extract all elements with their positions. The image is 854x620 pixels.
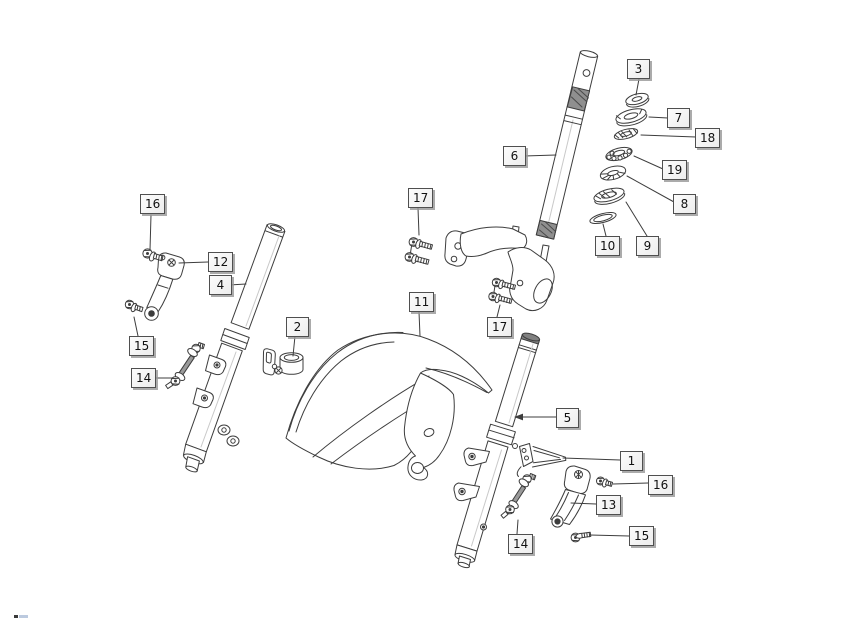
callout-3: 3 (627, 59, 650, 79)
part-link-14-left (165, 342, 205, 390)
callout-16-left: 16 (140, 194, 166, 214)
callout-16-right: 16 (648, 475, 674, 495)
part-steering-stem (444, 50, 599, 312)
leader-6 (523, 154, 557, 157)
leader-5-arrowhead (514, 413, 523, 421)
callout-5: 5 (556, 408, 579, 428)
leader-15-left (133, 316, 139, 337)
corner-artifact-blue (19, 615, 28, 618)
callout-19: 19 (662, 160, 688, 180)
part-ball-bearing-ring (605, 146, 633, 162)
callout-17-lower: 17 (487, 317, 513, 337)
leader-16-left (149, 214, 152, 251)
part-bolts-17-upper (404, 237, 433, 265)
leader-11 (418, 311, 421, 337)
leader-13 (570, 502, 597, 505)
part-bolt-15-right (570, 531, 592, 543)
part-bracket-1 (512, 443, 567, 477)
callout-4: 4 (209, 275, 232, 295)
leader-2 (292, 335, 296, 357)
part-bolt-15-left (124, 299, 144, 313)
part-bolts-17-lower (488, 277, 516, 304)
corner-artifact-dark (14, 615, 18, 618)
part-thin-washer (589, 211, 617, 225)
callout-8: 8 (673, 194, 696, 214)
callout-7: 7 (667, 108, 690, 128)
leader-15-right (589, 534, 630, 537)
callout-18: 18 (695, 128, 721, 148)
callout-15-right: 15 (629, 526, 655, 546)
part-steering-nut (625, 92, 650, 108)
part-link-14-right (500, 473, 537, 519)
callout-14-left: 14 (131, 368, 157, 388)
callout-1: 1 (620, 451, 643, 471)
leader-19 (633, 155, 664, 170)
part-bearing-top-race (615, 108, 648, 127)
callout-17-upper: 17 (408, 188, 434, 208)
part-fork-leg-left (182, 223, 286, 473)
callout-15-left: 15 (129, 336, 155, 356)
callout-12: 12 (208, 252, 234, 272)
leader-12 (178, 261, 209, 264)
leader-3 (635, 78, 640, 96)
leader-14-bottom (516, 519, 519, 535)
part-clamp (262, 348, 304, 376)
leader-1 (562, 457, 621, 461)
part-fork-leg-right (453, 332, 541, 569)
leader-9 (625, 201, 648, 237)
callout-9: 9 (636, 236, 659, 256)
callout-10: 10 (595, 236, 621, 256)
leader-10 (602, 223, 607, 237)
part-bearing-cone (599, 165, 627, 181)
part-bracket-arm-right (550, 465, 591, 528)
leader-18 (640, 134, 697, 138)
leader-16-right (612, 482, 649, 485)
callout-11: 11 (409, 292, 435, 312)
part-bolt-16-left (142, 248, 164, 262)
part-bracket-arm-left (144, 252, 185, 321)
leader-17-lower (496, 304, 501, 318)
leader-8 (626, 175, 675, 203)
callout-6: 6 (503, 146, 526, 166)
callout-14-bottom: 14 (508, 534, 534, 554)
leader-17-upper (417, 207, 420, 236)
part-dust-seal (613, 128, 639, 140)
part-front-fender (285, 331, 493, 481)
part-bearing-bottom-race (593, 187, 626, 205)
part-bolt-16-right (596, 476, 613, 488)
leader-lines (133, 78, 697, 537)
callout-2: 2 (286, 317, 309, 337)
callout-13: 13 (596, 495, 622, 515)
leader-7 (648, 116, 669, 119)
